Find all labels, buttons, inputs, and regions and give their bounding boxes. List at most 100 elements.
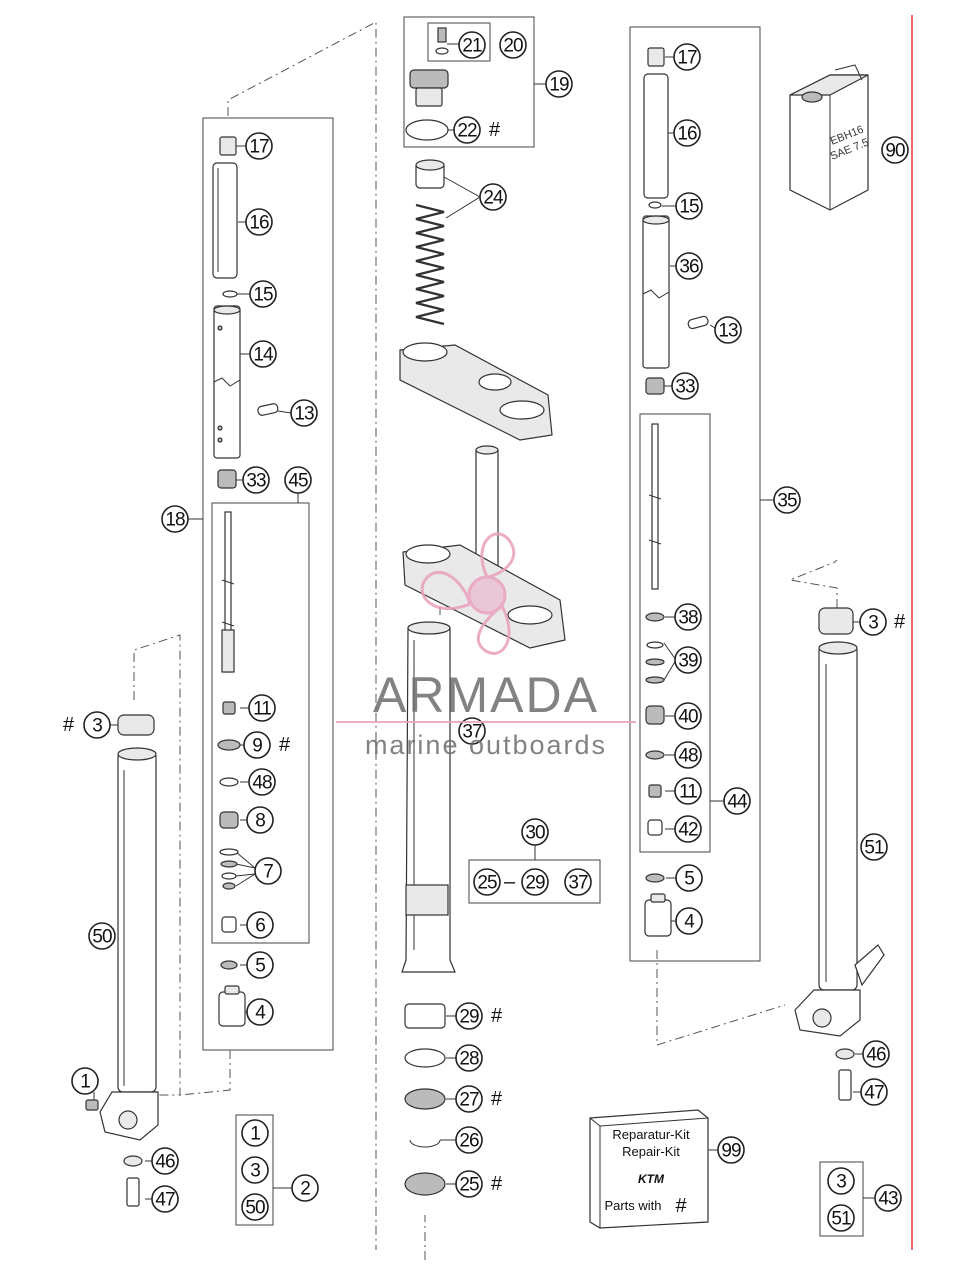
watermark-propeller-icon [420,532,516,655]
callout-number: 90 [885,141,905,162]
callout-circle [248,694,276,722]
callout-number: 9 [252,736,262,757]
callout-18: 18 [161,505,189,533]
callout-6: 6 [246,911,274,939]
callout-circle [458,31,486,59]
callout-number: 29 [525,873,545,894]
callout-number: 26 [459,1131,479,1152]
right-cartridge-parts [642,47,709,937]
callout-number: 24 [483,188,504,209]
callout-circle [245,132,273,160]
callout-15: 15 [675,192,703,220]
callout-number: 48 [252,773,272,794]
callout-7: 7 [254,857,282,885]
callout-circle [723,787,751,815]
callout-number: 4 [684,912,695,933]
callout-37: 37 [458,717,486,745]
callout-number: 33 [675,377,695,398]
callout-99: 99 [717,1136,745,1164]
callout-circle [246,998,274,1026]
callout-27: 27 [455,1085,483,1113]
callout-number: 42 [678,820,698,841]
callout-circle [860,1078,888,1106]
callout-33: 33 [242,466,270,494]
repair-kit-line-1: Reparatur-Kit [612,1127,690,1142]
callout-number: 1 [250,1124,260,1145]
center-parts [399,27,566,1196]
callout-5: 5 [675,864,703,892]
callout-number: 36 [679,257,699,278]
callout-number: 13 [294,404,314,425]
callout-13: 13 [714,316,742,344]
callout-circle [675,864,703,892]
callout-number: 47 [864,1083,884,1104]
callout-number: 8 [255,811,265,832]
hash-marker: # [63,714,75,736]
hash-marker: # [279,734,291,756]
callout-37: 37 [564,868,592,896]
callout-43: 43 [874,1184,902,1212]
callout-number: 20 [503,36,523,57]
hash-marker: # [489,119,501,141]
callout-24: 24 [479,183,507,211]
repair-kit-hash: # [675,1195,687,1217]
callout-circle [246,951,274,979]
callout-number: 29 [459,1007,479,1028]
callout-17: 17 [245,132,273,160]
callout-circle [88,922,116,950]
callout-33: 33 [671,372,699,400]
callout-number: 3 [836,1172,846,1193]
callout-14: 14 [249,340,277,368]
callout-circle [862,1040,890,1068]
hash-marker: # [491,1005,503,1027]
callout-20: 20 [499,31,527,59]
callout-39: 39 [674,646,702,674]
callout-circle [243,731,271,759]
callout-number: 51 [864,838,884,859]
repair-kit-line-3: Parts with [604,1198,661,1213]
callout-circle [860,833,888,861]
callout-circle [161,505,189,533]
callout-21: 21 [458,31,486,59]
watermark-subtitle: marine outboards [365,730,607,760]
callout-number: 11 [679,782,697,803]
callout-5: 5 [246,951,274,979]
callout-13: 13 [290,399,318,427]
callout-circle [453,116,481,144]
callout-25: 25 [455,1170,483,1198]
callout-circle [859,608,887,636]
callout-circle [499,31,527,59]
callout-46: 46 [151,1147,179,1175]
callout-44: 44 [723,787,751,815]
callout-number: 1 [80,1072,90,1093]
callout-number: 16 [677,124,697,145]
callout-number: 38 [678,608,698,629]
callout-circle [242,466,270,494]
callout-9: 9 [243,731,271,759]
callout-circle [290,399,318,427]
callout-circle [284,466,312,494]
callout-number: 13 [718,321,738,342]
callout-25: 25 [473,868,501,896]
callout-circle [874,1184,902,1212]
callout-circle [717,1136,745,1164]
callout-number: 15 [679,197,699,218]
callout-3: 3 [83,711,111,739]
callout-51: 51 [827,1204,855,1232]
callout-number: 25 [477,873,497,894]
callout-3: 3 [859,608,887,636]
callout-circle [675,252,703,280]
callout-circle [674,815,702,843]
callout-3: 3 [241,1156,269,1184]
callout-circle [455,1126,483,1154]
callout-2: 2 [291,1174,319,1202]
callout-number: 16 [249,213,269,234]
callout-number: 5 [684,869,694,890]
callout-circle [674,646,702,674]
callout-circle [241,1119,269,1147]
callout-number: 45 [288,471,308,492]
callout-circle [241,1156,269,1184]
callout-number: 3 [250,1161,260,1182]
